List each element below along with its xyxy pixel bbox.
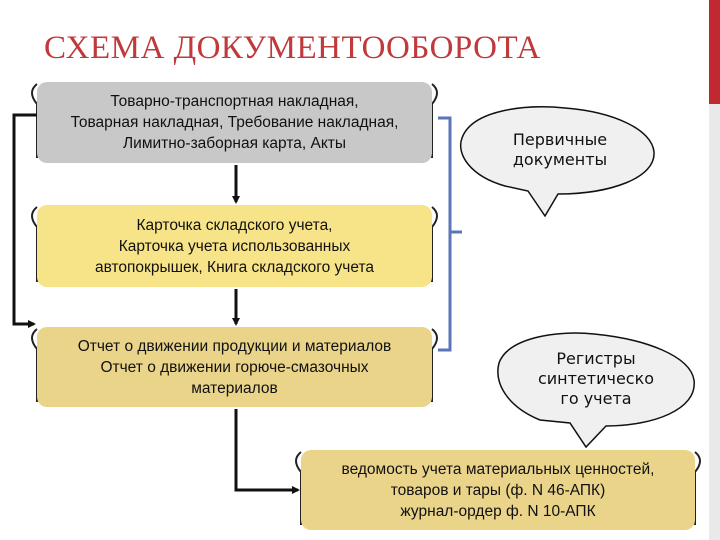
callout-primary-text: Первичные документы [512,130,608,169]
box3-left-curl [31,328,38,402]
arrow-left-loop [12,113,37,328]
box1-right-curl [431,83,438,158]
accent-bar [709,0,720,104]
box-ledger-text: ведомость учета материальных ценностей, … [341,460,655,520]
box1-left-curl [31,83,38,158]
box3-right-curl [431,328,438,402]
box4-right-curl [694,451,701,525]
callout-synthetic: Регистры синтетическо го учета [496,330,696,438]
callout-synthetic-shape [497,332,695,449]
box-primary-documents-text: Товарно-транспортная накладная, Товарная… [70,93,399,152]
box-primary-documents: Товарно-транспортная накладная, Товарная… [37,82,432,163]
box-ledger: ведомость учета материальных ценностей, … [301,450,695,530]
arrow-box3-box4 [234,409,300,494]
callout-primary: Первичные документы [460,108,660,208]
box-movement-reports: Отчет о движении продукции и материалов … [37,327,432,407]
box2-right-curl [431,206,438,282]
box-movement-reports-text: Отчет о движении продукции и материалов … [77,337,392,397]
page-title: СХЕМА ДОКУМЕНТООБОРОТА [44,30,541,66]
primary-docs-bracket [438,116,462,352]
box2-left-curl [31,206,38,282]
accent-bar-grey [709,104,720,540]
box4-left-curl [295,451,302,525]
box-warehouse-cards-text: Карточка складского учета, Карточка учет… [94,216,374,276]
callout-synthetic-text: Регистры синтетическо го учета [537,349,655,408]
box-warehouse-cards: Карточка складского учета, Карточка учет… [37,205,432,287]
callout-primary-shape [459,106,655,218]
